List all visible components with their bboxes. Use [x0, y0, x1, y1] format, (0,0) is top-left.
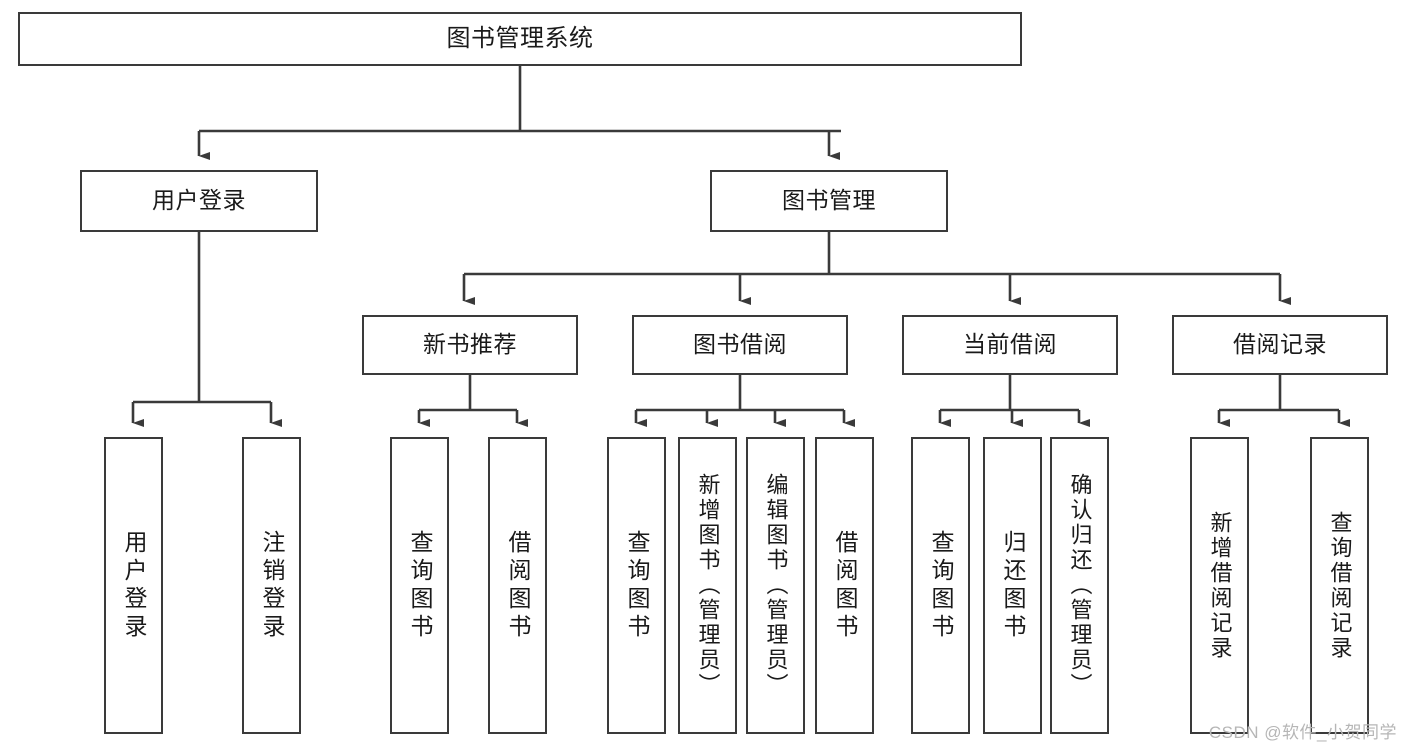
node-borrow-record-label: 借阅记录 — [1233, 331, 1327, 358]
node-leaf-add-borrow-record-label: 新增借阅记录 — [1207, 510, 1233, 661]
node-leaf-borrow-query-book-label: 查询图书 — [624, 529, 650, 642]
node-root-label: 图书管理系统 — [446, 24, 594, 52]
node-book-manage-label: 图书管理 — [782, 187, 876, 214]
node-leaf-borrow-book-label: 借阅图书 — [832, 529, 858, 642]
node-leaf-add-book-admin[interactable]: 新增图书（管理员） — [678, 437, 737, 734]
node-leaf-user-logout-label: 注销登录 — [259, 529, 285, 642]
node-borrow-record[interactable]: 借阅记录 — [1172, 315, 1388, 375]
node-leaf-user-login-label: 用户登录 — [121, 529, 147, 642]
node-leaf-user-logout[interactable]: 注销登录 — [242, 437, 301, 734]
node-leaf-query-borrow-record-label: 查询借阅记录 — [1327, 510, 1353, 661]
node-leaf-confirm-return-admin[interactable]: 确认归还（管理员） — [1050, 437, 1109, 734]
node-user-login-label: 用户登录 — [152, 187, 246, 214]
node-user-login[interactable]: 用户登录 — [80, 170, 318, 232]
node-leaf-confirm-return-admin-label: 确认归还（管理员） — [1067, 473, 1093, 698]
node-leaf-recommend-borrow-book[interactable]: 借阅图书 — [488, 437, 547, 734]
node-leaf-edit-book-admin-label: 编辑图书（管理员） — [763, 473, 789, 698]
node-leaf-edit-book-admin[interactable]: 编辑图书（管理员） — [746, 437, 805, 734]
node-leaf-borrow-query-book[interactable]: 查询图书 — [607, 437, 666, 734]
node-book-borrow[interactable]: 图书借阅 — [632, 315, 848, 375]
node-root-system[interactable]: 图书管理系统 — [18, 12, 1022, 66]
node-leaf-add-book-admin-label: 新增图书（管理员） — [695, 473, 721, 698]
node-leaf-return-book-label: 归还图书 — [1000, 529, 1026, 642]
node-leaf-return-book[interactable]: 归还图书 — [983, 437, 1042, 734]
node-new-book-recommend-label: 新书推荐 — [423, 331, 517, 358]
node-leaf-user-login[interactable]: 用户登录 — [104, 437, 163, 734]
node-book-manage[interactable]: 图书管理 — [710, 170, 948, 232]
node-current-borrow-label: 当前借阅 — [963, 331, 1057, 358]
node-leaf-current-query-book[interactable]: 查询图书 — [911, 437, 970, 734]
node-leaf-add-borrow-record[interactable]: 新增借阅记录 — [1190, 437, 1249, 734]
node-leaf-borrow-book[interactable]: 借阅图书 — [815, 437, 874, 734]
node-current-borrow[interactable]: 当前借阅 — [902, 315, 1118, 375]
watermark-text: CSDN @软件_小贺同学 — [1208, 723, 1397, 742]
node-leaf-current-query-book-label: 查询图书 — [928, 529, 954, 642]
node-leaf-recommend-borrow-book-label: 借阅图书 — [505, 529, 531, 642]
node-book-borrow-label: 图书借阅 — [693, 331, 787, 358]
node-leaf-recommend-query-book-label: 查询图书 — [407, 529, 433, 642]
node-leaf-recommend-query-book[interactable]: 查询图书 — [390, 437, 449, 734]
node-new-book-recommend[interactable]: 新书推荐 — [362, 315, 578, 375]
node-leaf-query-borrow-record[interactable]: 查询借阅记录 — [1310, 437, 1369, 734]
